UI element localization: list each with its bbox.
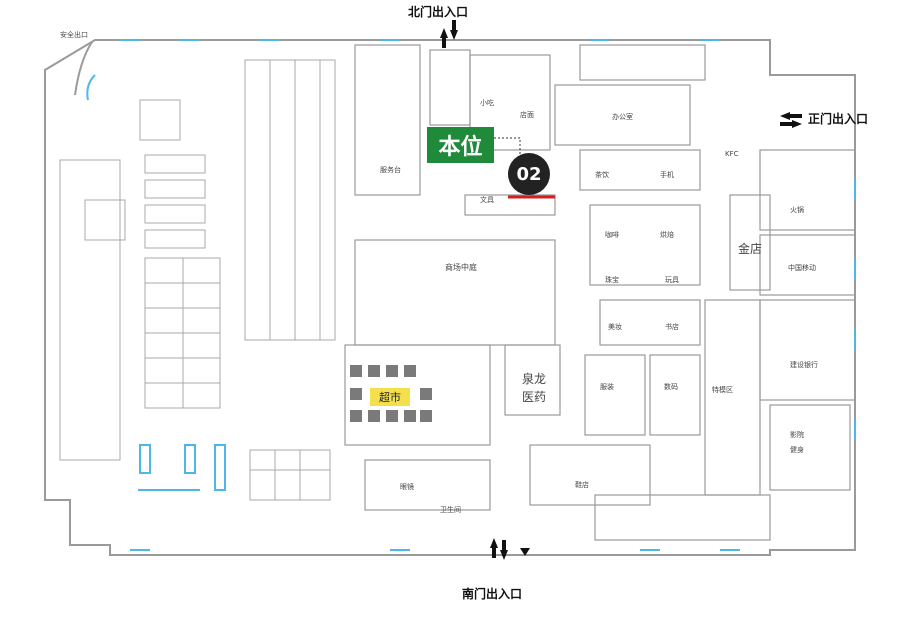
central-structures bbox=[344, 44, 856, 541]
here-connector bbox=[494, 137, 521, 155]
phone-label: 手机 bbox=[660, 171, 674, 179]
cyan-fixtures bbox=[138, 444, 226, 491]
shoes-label: 鞋店 bbox=[575, 481, 589, 489]
supermarket-shelves bbox=[350, 365, 432, 422]
stationery-label: 文具 bbox=[480, 196, 494, 204]
supermarket-label: 超市 bbox=[370, 388, 410, 406]
toy-label: 玩具 bbox=[665, 276, 679, 284]
clothing-label: 服装 bbox=[600, 383, 614, 391]
north-entrance-label: 北门出入口 bbox=[408, 5, 469, 19]
atrium-label: 商场中庭 bbox=[445, 263, 477, 272]
electronics-label: 数码 bbox=[664, 383, 678, 391]
books-label: 书店 bbox=[665, 323, 679, 331]
snack-label: 小吃 bbox=[480, 99, 494, 107]
jewelry-label: 珠宝 bbox=[605, 276, 619, 284]
kfc-label: KFC bbox=[725, 150, 739, 158]
gym-label: 健身 bbox=[790, 446, 804, 454]
optical-label: 眼镜 bbox=[400, 483, 414, 491]
bakery-label: 烘焙 bbox=[660, 231, 674, 239]
cafe-label: 咖啡 bbox=[605, 231, 619, 239]
pharmacy-label-2: 医药 bbox=[522, 390, 547, 404]
location-number-badge: 02 bbox=[508, 153, 550, 195]
you-are-here-label: 本位 bbox=[427, 127, 494, 163]
bank-label: 建设银行 bbox=[790, 361, 818, 369]
cinema-label: 影院 bbox=[790, 431, 804, 439]
pharmacy-label-1: 泉龙 bbox=[522, 372, 547, 386]
china-mobile-label: 中国移动 bbox=[788, 264, 816, 272]
hotpot-label: 火锅 bbox=[790, 206, 804, 214]
toilet-label: 卫生间 bbox=[440, 506, 461, 514]
main-entrance-label: 正门出入口 bbox=[808, 112, 869, 126]
door-markings bbox=[86, 39, 856, 551]
service-desk-label: 服务台 bbox=[380, 166, 401, 174]
exit-label: 安全出口 bbox=[60, 31, 88, 39]
south-entrance-label: 南门出入口 bbox=[462, 587, 523, 601]
store-label: 店面 bbox=[520, 111, 534, 119]
entrance-arrows bbox=[440, 20, 802, 560]
office-label: 办公室 bbox=[612, 113, 633, 121]
special-zone-label: 特模区 bbox=[712, 386, 733, 394]
tea-label: 茶饮 bbox=[595, 171, 609, 179]
gold-shop-label: 金店 bbox=[738, 242, 763, 256]
building-outline bbox=[44, 39, 856, 556]
shelf-area-west bbox=[59, 59, 336, 501]
cosmetics-label: 美妆 bbox=[608, 323, 622, 331]
